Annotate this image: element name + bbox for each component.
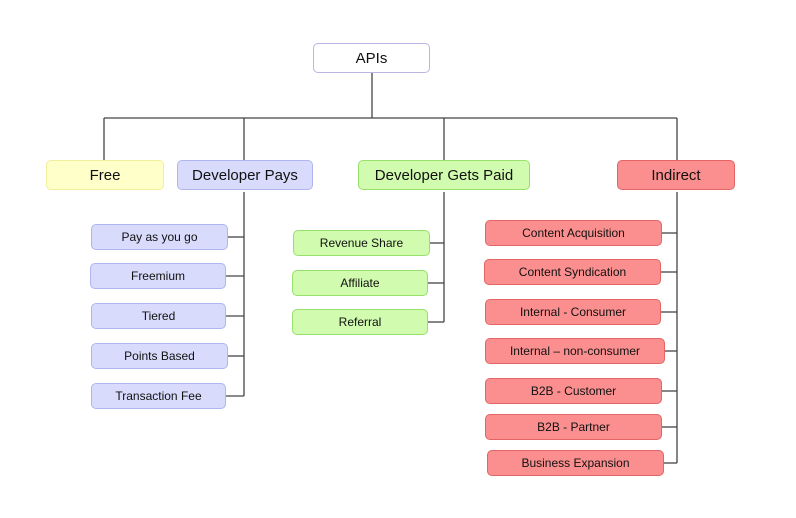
list-item-tiered: Tiered <box>91 303 226 329</box>
list-item-revenue-share: Revenue Share <box>293 230 430 256</box>
list-item-content-acquisition: Content Acquisition <box>485 220 662 246</box>
item-label: Pay as you go <box>121 230 198 244</box>
category-developer-pays: Developer Pays <box>177 160 313 190</box>
item-label: Points Based <box>124 349 195 363</box>
item-label: B2B - Partner <box>537 420 610 434</box>
category-label: Developer Gets Paid <box>374 166 514 184</box>
item-label: Tiered <box>141 309 176 323</box>
list-item-transaction-fee: Transaction Fee <box>91 383 226 409</box>
category-label: Developer Pays <box>192 166 298 184</box>
category-developer-gets-paid: Developer Gets Paid <box>358 160 530 190</box>
root-node-apis: APIs <box>313 43 430 73</box>
item-label: Affiliate <box>340 276 380 290</box>
item-label: B2B - Customer <box>530 384 617 398</box>
item-label: Content Syndication <box>518 265 627 279</box>
list-item-points-based: Points Based <box>91 343 228 369</box>
item-label: Revenue Share <box>319 236 404 250</box>
item-label: Business Expansion <box>521 456 630 470</box>
item-label: Content Acquisition <box>522 226 625 240</box>
list-item-b2b-partner: B2B - Partner <box>485 414 662 440</box>
item-label: Freemium <box>130 269 185 283</box>
list-item-internal-consumer: Internal - Consumer <box>485 299 661 325</box>
list-item-freemium: Freemium <box>90 263 226 289</box>
list-item-referral: Referral <box>292 309 428 335</box>
root-label: APIs <box>355 49 388 67</box>
category-indirect: Indirect <box>617 160 735 190</box>
list-item-business-expansion: Business Expansion <box>487 450 664 476</box>
item-label: Transaction Fee <box>115 389 202 403</box>
category-label: Free <box>89 166 121 184</box>
item-label: Referral <box>338 315 382 329</box>
list-item-content-syndication: Content Syndication <box>484 259 661 285</box>
list-item-pay-as-you-go: Pay as you go <box>91 224 228 250</box>
list-item-b2b-customer: B2B - Customer <box>485 378 662 404</box>
list-item-affiliate: Affiliate <box>292 270 428 296</box>
category-label: Indirect <box>651 166 701 184</box>
item-label: Internal – non-consumer <box>509 344 641 358</box>
list-item-internal-non-consumer: Internal – non-consumer <box>485 338 665 364</box>
item-label: Internal - Consumer <box>519 305 627 319</box>
category-free: Free <box>46 160 164 190</box>
